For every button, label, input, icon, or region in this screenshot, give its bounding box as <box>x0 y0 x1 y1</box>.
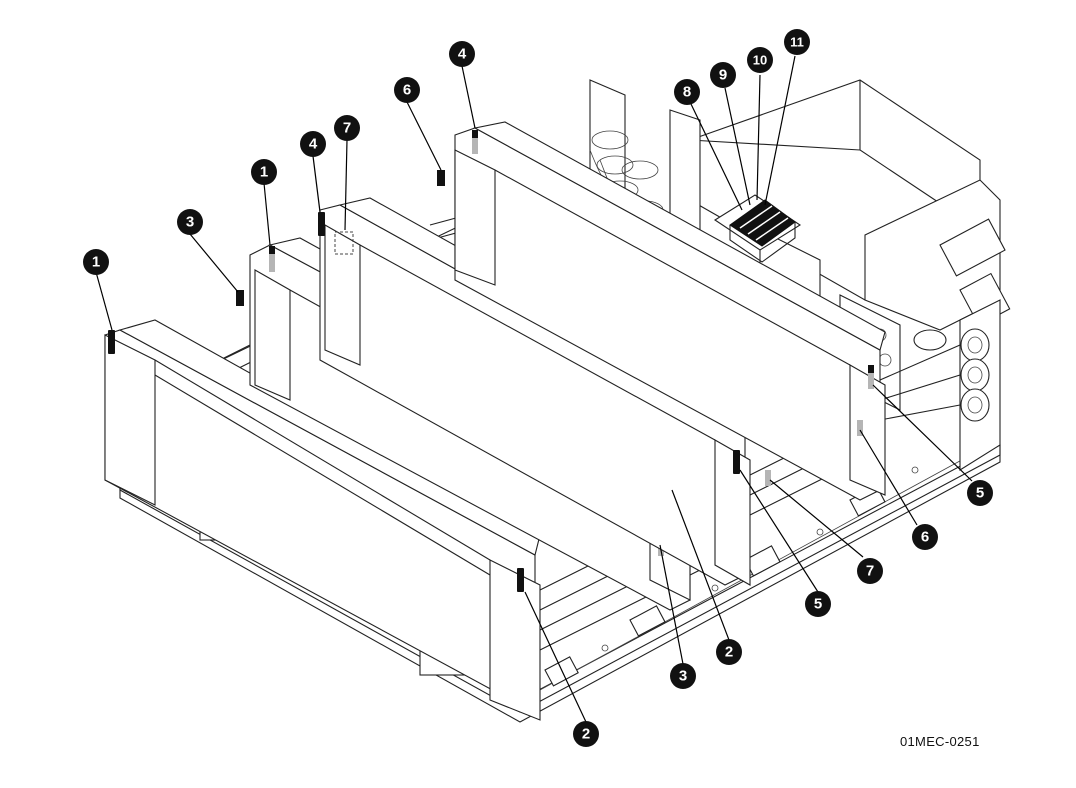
frame4-handle-light-right[interactable] <box>868 373 874 389</box>
svg-text:4: 4 <box>458 46 467 63</box>
callout-2b: 2 <box>716 639 742 665</box>
frame1-handle-right[interactable] <box>517 568 524 592</box>
callout-11: 11 <box>784 29 810 55</box>
svg-text:2: 2 <box>582 726 590 743</box>
callout-1a: 1 <box>83 249 109 275</box>
svg-text:10: 10 <box>753 53 767 68</box>
frame3-handle-left[interactable] <box>318 212 325 236</box>
svg-text:7: 7 <box>343 120 351 137</box>
callout-7b: 7 <box>857 558 883 584</box>
leader-lines <box>95 55 973 723</box>
svg-text:11: 11 <box>790 35 804 50</box>
callout-5b: 5 <box>967 480 993 506</box>
svg-text:3: 3 <box>679 668 687 685</box>
callout-4b: 4 <box>449 41 475 67</box>
callout-3a: 3 <box>177 209 203 235</box>
callout-5a: 5 <box>805 591 831 617</box>
frame1-handle-left[interactable] <box>108 330 115 354</box>
figure-id-label: 01MEC-0251 <box>900 734 980 749</box>
callout-4a: 4 <box>300 131 326 157</box>
svg-text:5: 5 <box>976 485 984 502</box>
svg-text:1: 1 <box>92 254 100 271</box>
frame2-handle-light-left[interactable] <box>269 254 275 272</box>
callout-1b: 1 <box>251 159 277 185</box>
callout-7a: 7 <box>334 115 360 141</box>
frame4-handle-light-left[interactable] <box>472 138 478 154</box>
frame4-handle-dark-left[interactable] <box>472 130 478 138</box>
frame3-handle-right[interactable] <box>733 450 740 474</box>
svg-text:4: 4 <box>309 136 318 153</box>
callout-10: 10 <box>747 47 773 73</box>
svg-text:5: 5 <box>814 596 822 613</box>
heatsink-block <box>713 194 802 263</box>
svg-text:8: 8 <box>683 84 691 101</box>
rear-frame <box>437 121 886 501</box>
svg-text:2: 2 <box>725 644 733 661</box>
svg-text:1: 1 <box>260 164 268 181</box>
frame3-handle-light-right[interactable] <box>765 470 771 486</box>
callout-9: 9 <box>710 62 736 88</box>
callout-2a: 2 <box>573 721 599 747</box>
frame2-handle-dark-left[interactable] <box>269 246 275 254</box>
svg-text:3: 3 <box>186 214 194 231</box>
frame4-handle-dark-right[interactable] <box>868 365 874 373</box>
frame4-handle-light-lower[interactable] <box>857 420 863 436</box>
callout-3b: 3 <box>670 663 696 689</box>
svg-text:7: 7 <box>866 563 874 580</box>
callout-8: 8 <box>674 79 700 105</box>
svg-text:9: 9 <box>719 67 727 84</box>
svg-text:6: 6 <box>403 82 411 99</box>
callout-6b: 6 <box>912 524 938 550</box>
frame4-latch-6[interactable] <box>437 170 445 186</box>
callout-6a: 6 <box>394 77 420 103</box>
svg-text:6: 6 <box>921 529 929 546</box>
frame2-latch-3[interactable] <box>236 290 244 306</box>
right-connector-assembly <box>879 328 990 422</box>
